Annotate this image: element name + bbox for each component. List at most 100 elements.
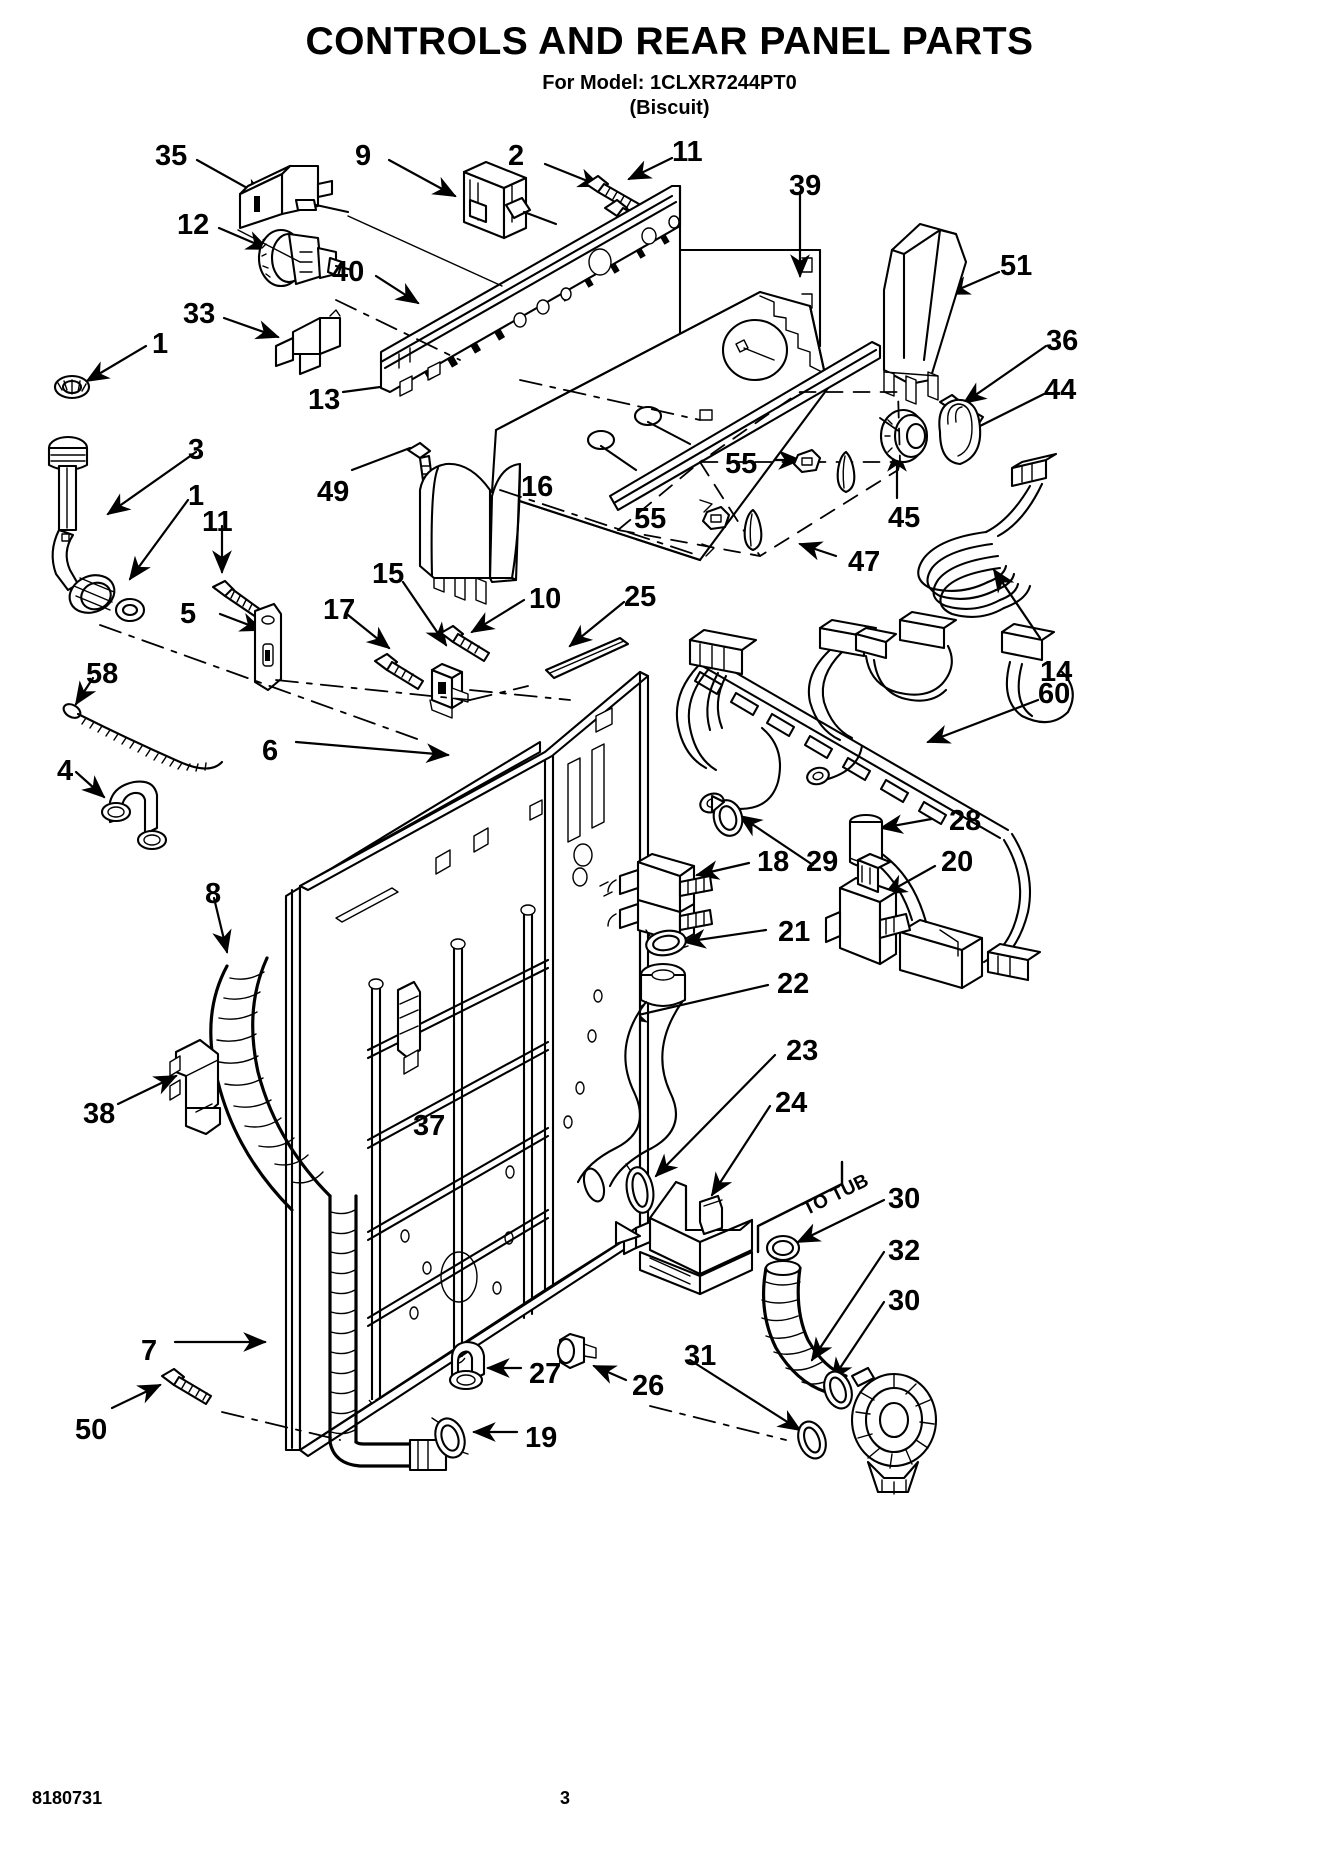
callout-number-22: 22	[777, 968, 810, 1000]
part-19-hose-clamp	[431, 1417, 469, 1459]
part-4-clamp	[100, 780, 168, 851]
part-26-plug	[556, 1332, 597, 1370]
callout-number-32: 32	[888, 1235, 921, 1267]
part-55-clip-a	[792, 448, 822, 474]
callout-number-58: 58	[86, 658, 119, 690]
callout-number-20: 20	[941, 846, 974, 878]
callout-number-30: 30	[888, 1285, 921, 1317]
callout-number-51: 51	[1000, 250, 1033, 282]
callout-number-9: 9	[355, 140, 372, 172]
part-5-latch	[253, 602, 283, 692]
part-55-clip-b	[701, 505, 731, 531]
part-13-console-rail	[379, 184, 822, 397]
callout-number-29: 29	[806, 846, 839, 878]
part-8-drain-hose	[209, 956, 448, 1472]
part-44-knob	[938, 398, 982, 466]
callout-number-14: 14	[1040, 656, 1073, 688]
callout-number-47: 47	[848, 546, 881, 578]
part-15-switch	[429, 662, 469, 719]
callout-number-49: 49	[317, 476, 350, 508]
part-1-washer-top	[53, 374, 91, 400]
callout-number-36: 36	[1046, 325, 1079, 357]
to-tub-bracket	[756, 1160, 844, 1254]
part-16-endcap	[418, 462, 522, 605]
callout-number-55: 55	[725, 448, 758, 480]
callout-number-40: 40	[332, 256, 365, 288]
callout-number-21: 21	[778, 916, 811, 948]
callout-number-35: 35	[155, 140, 188, 172]
part-33-bracket	[274, 309, 342, 376]
pump-assembly-bottom-right	[850, 1366, 938, 1495]
callout-number-11: 11	[202, 506, 233, 538]
callout-number-45: 45	[888, 502, 921, 534]
callout-number-11: 11	[672, 136, 703, 168]
part-50-screw	[160, 1367, 213, 1406]
part-29-grommet	[710, 794, 744, 837]
callout-number-1: 1	[188, 480, 205, 512]
callout-number-8: 8	[205, 878, 222, 910]
callout-number-39: 39	[789, 170, 822, 202]
callout-number-18: 18	[757, 846, 790, 878]
part-21-clamp	[645, 929, 689, 957]
part-indicator-lens-a	[836, 450, 856, 494]
part-27-clip	[448, 1340, 486, 1391]
callout-number-5: 5	[180, 598, 197, 630]
part-35-switch	[238, 164, 350, 230]
part-32-drain-hose	[761, 1259, 848, 1394]
callout-number-6: 6	[262, 735, 279, 767]
callout-number-38: 38	[83, 1098, 116, 1130]
part-1-seal-mid	[68, 574, 146, 623]
callout-number-15: 15	[372, 558, 405, 590]
part-14-power-cord	[917, 452, 1058, 618]
part-24-pump-housing	[614, 1180, 754, 1296]
callout-number-60: 60	[1038, 678, 1071, 710]
part-60-wire-harness	[675, 610, 1074, 990]
callout-number-7: 7	[141, 1335, 158, 1367]
part-23-clamp	[625, 1163, 655, 1214]
callout-number-25: 25	[624, 581, 657, 613]
part-58-tie	[62, 703, 224, 772]
callout-number-28: 28	[949, 805, 982, 837]
callout-number-19: 19	[525, 1422, 558, 1454]
callout-number-2: 2	[508, 140, 525, 172]
callout-number-24: 24	[775, 1087, 808, 1119]
part-22-fill-hose	[576, 962, 687, 1203]
part-25-trim-strip	[544, 636, 630, 680]
part-37-brace-bracket	[396, 980, 422, 1075]
callout-number-12: 12	[177, 209, 210, 241]
callout-number-33: 33	[183, 298, 216, 330]
part-18-water-valve	[607, 852, 714, 944]
callout-number-3: 3	[188, 434, 205, 466]
part-3-knob-shaft	[47, 435, 89, 592]
part-indicator-lens-b	[743, 508, 763, 552]
callout-number-4: 4	[57, 755, 74, 787]
callout-number-26: 26	[632, 1370, 665, 1402]
part-17-screw	[373, 652, 425, 691]
callout-number-55: 55	[634, 503, 667, 535]
part-38-hose-clip	[169, 1038, 222, 1136]
callout-number-10: 10	[529, 583, 562, 615]
callout-number-23: 23	[786, 1035, 819, 1067]
part-20-pump	[824, 852, 912, 966]
page-header: CONTROLS AND REAR PANEL PARTS For Model:…	[0, 21, 1339, 119]
assembly-dashed-lines	[99, 215, 901, 1441]
callout-number-44: 44	[1044, 374, 1077, 406]
part-9-switch	[462, 160, 558, 240]
color-variant: (Biscuit)	[629, 96, 710, 119]
callout-number-1: 1	[152, 328, 169, 360]
callout-number-17: 17	[323, 594, 356, 626]
callout-number-37: 37	[413, 1110, 446, 1142]
part-11-screw-mid	[211, 579, 263, 619]
part-6-rear-panel	[284, 670, 650, 1458]
callout-number-27: 27	[529, 1358, 562, 1390]
part-30-clamp-a	[765, 1234, 801, 1262]
part-10-screw	[439, 624, 491, 663]
model-line: For Model: 1CLXR7244PT0	[542, 71, 797, 94]
callout-number-30: 30	[888, 1183, 921, 1215]
callout-number-16: 16	[521, 471, 554, 503]
leader-lines	[74, 156, 1048, 1442]
footer-page-number: 3	[559, 1788, 570, 1808]
part-39-console-panel	[490, 290, 882, 562]
